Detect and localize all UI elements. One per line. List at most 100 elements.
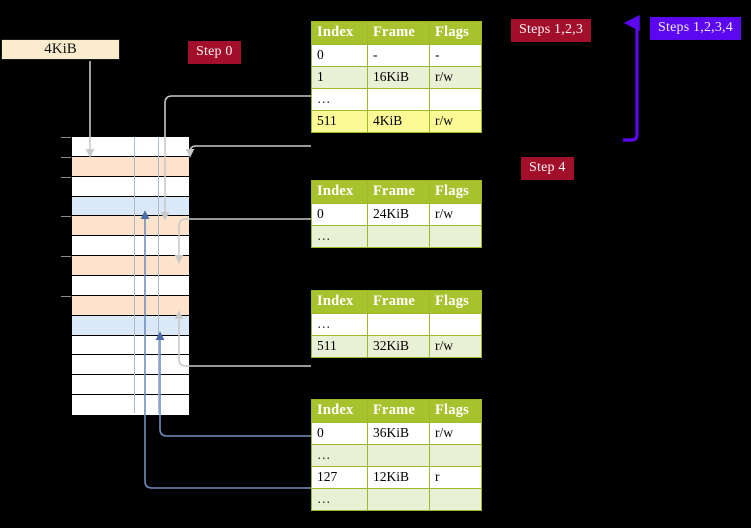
table-cell <box>367 488 430 511</box>
memory-frame-row <box>72 137 189 157</box>
table-cell: 0 <box>311 44 368 67</box>
memory-guide-line <box>133 137 135 413</box>
memory-frame-row <box>72 335 189 356</box>
table-header-index: Index <box>311 180 368 204</box>
table-row: … <box>311 488 482 511</box>
memory-tick-mark <box>61 176 71 178</box>
table-header-index: Index <box>311 399 368 423</box>
table-cell <box>429 313 482 336</box>
table-cell: 16KiB <box>367 66 430 89</box>
table-row: … <box>311 225 482 248</box>
table-header-index: Index <box>311 21 368 45</box>
table-cell: r/w <box>429 335 482 358</box>
wire-pml4-511-to-memory <box>185 145 311 158</box>
memory-tick-mark <box>61 256 71 258</box>
memory-tick-mark <box>61 216 71 218</box>
memory-frame-row <box>72 295 189 316</box>
memory-frame-row <box>72 216 189 237</box>
table-header-frame: Frame <box>367 290 430 314</box>
wire-pdpt-24kib-to-memory <box>174 218 311 264</box>
table-cell <box>429 488 482 511</box>
table-cell <box>429 225 482 248</box>
memory-frame-row <box>72 156 189 177</box>
table-row: 0-- <box>311 44 482 67</box>
badge-steps-1234: Steps 1,2,3,4 <box>650 17 741 40</box>
badge-step-4-label: Step 4 <box>529 160 566 175</box>
table-header-flags: Flags <box>429 21 482 45</box>
memory-frame-row <box>72 256 189 276</box>
table-cell <box>367 88 430 111</box>
table-cell: 4KiB <box>367 110 430 133</box>
table-cell <box>367 313 430 336</box>
table-header-frame: Frame <box>367 180 430 204</box>
table-cell: 1 <box>311 66 368 89</box>
table-cell: 511 <box>311 110 368 133</box>
table-cell: r/w <box>429 203 482 226</box>
table-cell <box>429 444 482 467</box>
memory-frame-row <box>72 355 189 376</box>
memory-frame-row <box>72 315 189 336</box>
table-cell: 511 <box>311 335 368 358</box>
table-row: … <box>311 88 482 111</box>
table-cell: 127 <box>311 466 368 489</box>
memory-tick-mark <box>61 156 71 158</box>
memory-frame-row <box>72 276 189 296</box>
badge-step-4: Step 4 <box>521 157 574 180</box>
table-header-frame: Frame <box>367 399 430 423</box>
table-cell: - <box>429 44 482 67</box>
badge-steps-123: Steps 1,2,3 <box>511 19 592 42</box>
memory-frame-row <box>72 196 189 217</box>
memory-label-text: 4KiB <box>44 41 77 57</box>
table-cell: 0 <box>311 203 368 226</box>
table-row: … <box>311 313 482 336</box>
memory-label-4kib: 4KiB <box>1 39 120 60</box>
wire-steps-1234-bracket <box>623 15 640 142</box>
badge-step-0: Step 0 <box>188 41 241 64</box>
table-header-flags: Flags <box>429 290 482 314</box>
table-header-flags: Flags <box>429 180 482 204</box>
badge-step-0-label: Step 0 <box>196 44 233 59</box>
table-cell: … <box>311 444 368 467</box>
table-cell: … <box>311 225 368 248</box>
table-row: … <box>311 444 482 467</box>
memory-frame-row <box>72 176 189 197</box>
table-header-flags: Flags <box>429 399 482 423</box>
wire-pd-32kib-to-memory <box>174 310 311 367</box>
memory-frame-row <box>72 395 189 415</box>
table-cell <box>367 444 430 467</box>
table-cell: r/w <box>429 66 482 89</box>
table-cell: 0 <box>311 422 368 445</box>
table-cell: r/w <box>429 110 482 133</box>
memory-frame-row <box>72 375 189 396</box>
table-cell: r/w <box>429 422 482 445</box>
table-cell: … <box>311 313 368 336</box>
table-cell <box>367 225 430 248</box>
memory-tick-mark <box>61 137 71 138</box>
table-cell <box>429 88 482 111</box>
table-cell: 24KiB <box>367 203 430 226</box>
table-cell: 32KiB <box>367 335 430 358</box>
memory-frame-row <box>72 236 189 257</box>
physical-memory-column <box>61 136 190 415</box>
badge-steps-1234-label: Steps 1,2,3,4 <box>658 20 733 35</box>
table-cell: … <box>311 88 368 111</box>
table-cell: r <box>429 466 482 489</box>
table-cell: 12KiB <box>367 466 430 489</box>
table-header-frame: Frame <box>367 21 430 45</box>
badge-steps-123-label: Steps 1,2,3 <box>519 22 584 37</box>
table-header-index: Index <box>311 290 368 314</box>
memory-tick-mark <box>61 295 71 297</box>
table-cell: … <box>311 488 368 511</box>
table-cell: - <box>367 44 430 67</box>
